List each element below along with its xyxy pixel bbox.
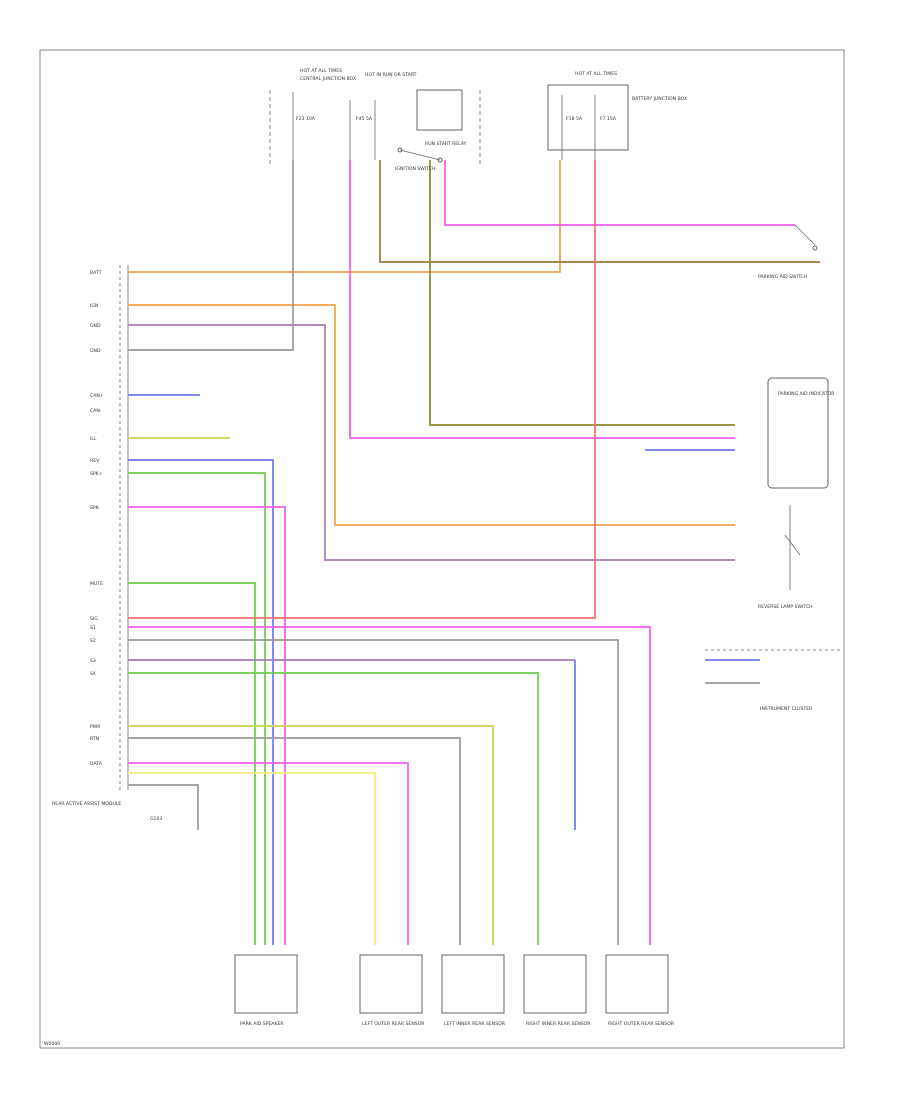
diagram-frame (39, 49, 845, 1049)
svg-text:RIGHT INNER REAR SENSOR: RIGHT INNER REAR SENSOR (526, 1021, 591, 1027)
svg-text:CENTRAL JUNCTION BOX: CENTRAL JUNCTION BOX (300, 76, 356, 82)
svg-text:HOT AT ALL TIMES: HOT AT ALL TIMES (575, 71, 617, 77)
module-pin-label: S3 (90, 658, 96, 664)
svg-text:INSTRUMENT CLUSTER: INSTRUMENT CLUSTER (760, 706, 813, 712)
wire-orange-batt (128, 160, 561, 273)
sensor-right-inner: RIGHT INNER REAR SENSOR (523, 954, 591, 1027)
wire-yellow-green-s (128, 725, 494, 945)
module-pin-label: S4 (90, 671, 96, 677)
wire-orange-ign (128, 304, 735, 526)
wire-pink-left-outer (128, 762, 409, 945)
sensor-right-outer: RIGHT OUTER REAR SENSOR (605, 954, 675, 1027)
sensor-left-outer: LEFT OUTER REAR SENSOR (359, 954, 425, 1027)
module-pin-label: S1 (90, 625, 96, 631)
svg-text:F18 5A: F18 5A (566, 116, 583, 122)
wire-brown-batt-branch (379, 160, 820, 263)
wire-pink-indicator (349, 160, 735, 439)
module-pin-label: SPK+ (90, 471, 103, 477)
module-pin-label: RTN (90, 736, 99, 742)
parking-aid-switch: PARKING AID SWITCH (758, 224, 818, 280)
module-pin-label: GND (90, 323, 101, 329)
svg-text:F45 5A: F45 5A (356, 116, 373, 122)
ignition-switch-label: IGNITION SWITCH (395, 166, 435, 172)
frame-id-label: W0000 (44, 1041, 60, 1047)
svg-text:RUN START RELAY: RUN START RELAY (425, 141, 467, 147)
wire-pink-right-outer (128, 626, 651, 945)
module-pin-label: DATA (90, 761, 103, 767)
wire-green-spk (128, 472, 266, 945)
wire-pink-switch (444, 160, 795, 226)
wire-blue-spk (128, 459, 274, 945)
svg-text:REAR ACTIVE ASSIST MODULE: REAR ACTIVE ASSIST MODULE (52, 801, 121, 807)
module-pin-label: CAN+ (90, 393, 104, 399)
module-pin-label: SPK- (90, 505, 100, 511)
module-pin-labels: BATT IGN GND GND CAN+ CAN- ILL REV SPK+ SPK- MUTE S… (90, 270, 104, 767)
svg-text:G103: G103 (150, 816, 162, 822)
module-pin-label: REV (90, 458, 100, 464)
fuse-box-left: HOT AT ALL TIMES CENTRAL JUNCTION BOX HO… (269, 68, 481, 165)
svg-text:HOT IN RUN OR START: HOT IN RUN OR START (365, 72, 417, 78)
rear-assist-module: REAR ACTIVE ASSIST MODULE (52, 265, 129, 807)
module-pin-label: S2 (90, 638, 96, 644)
svg-text:BATTERY JUNCTION BOX: BATTERY JUNCTION BOX (632, 96, 687, 102)
svg-text:REVERSE LAMP SWITCH: REVERSE LAMP SWITCH (758, 604, 813, 610)
svg-text:F7 15A: F7 15A (600, 116, 617, 122)
module-pin-label: IGN (90, 303, 98, 309)
svg-text:PARKING AID INDICATOR: PARKING AID INDICATOR (778, 391, 835, 397)
svg-text:PARK AID SPEAKER: PARK AID SPEAKER (240, 1021, 284, 1027)
svg-text:RIGHT OUTER REAR SENSOR: RIGHT OUTER REAR SENSOR (608, 1021, 675, 1027)
module-pin-label: CAN- (90, 408, 102, 414)
sensor-left-inner: LEFT INNER REAR SENSOR (441, 954, 506, 1027)
module-pin-label: SIG (90, 616, 98, 622)
svg-text:HOT AT ALL TIMES: HOT AT ALL TIMES (300, 68, 342, 74)
wire-olive (429, 160, 735, 426)
module-pin-label: PWR (90, 724, 101, 730)
svg-text:LEFT OUTER REAR SENSOR: LEFT OUTER REAR SENSOR (362, 1021, 425, 1027)
module-pin-label: ILL (90, 436, 97, 442)
instrument-cluster: INSTRUMENT CLUSTER (705, 649, 843, 712)
relay-box: RUN START RELAY (397, 89, 467, 163)
wire-pink-spk (128, 506, 286, 945)
reverse-lamp-switch: REVERSE LAMP SWITCH (758, 505, 813, 610)
wire-gray-gnd (128, 160, 294, 351)
parking-aid-indicator: PARKING AID INDICATOR (767, 377, 835, 489)
svg-text:F23 10A: F23 10A (296, 116, 316, 122)
module-pin-label: GND (90, 348, 101, 354)
fuse-box-right: HOT AT ALL TIMES BATTERY JUNCTION BOX F1… (547, 71, 687, 160)
wire-gray-s (128, 737, 461, 945)
wire-green-lower (128, 582, 256, 945)
wire-green-s (128, 672, 539, 945)
wire-gray-rtn (128, 639, 619, 945)
park-aid-speaker: PARK AID SPEAKER (234, 954, 298, 1027)
module-pin-label: MUTE (90, 581, 103, 587)
svg-text:PARKING AID SWITCH: PARKING AID SWITCH (758, 274, 807, 280)
wire-light-yellow (128, 772, 376, 945)
svg-text:LEFT INNER REAR SENSOR: LEFT INNER REAR SENSOR (444, 1021, 506, 1027)
wire-red-pwr (128, 160, 596, 619)
wire-violet-rev (128, 324, 735, 561)
module-pin-label: BATT (90, 270, 102, 276)
wire-gray-ground (128, 784, 199, 830)
